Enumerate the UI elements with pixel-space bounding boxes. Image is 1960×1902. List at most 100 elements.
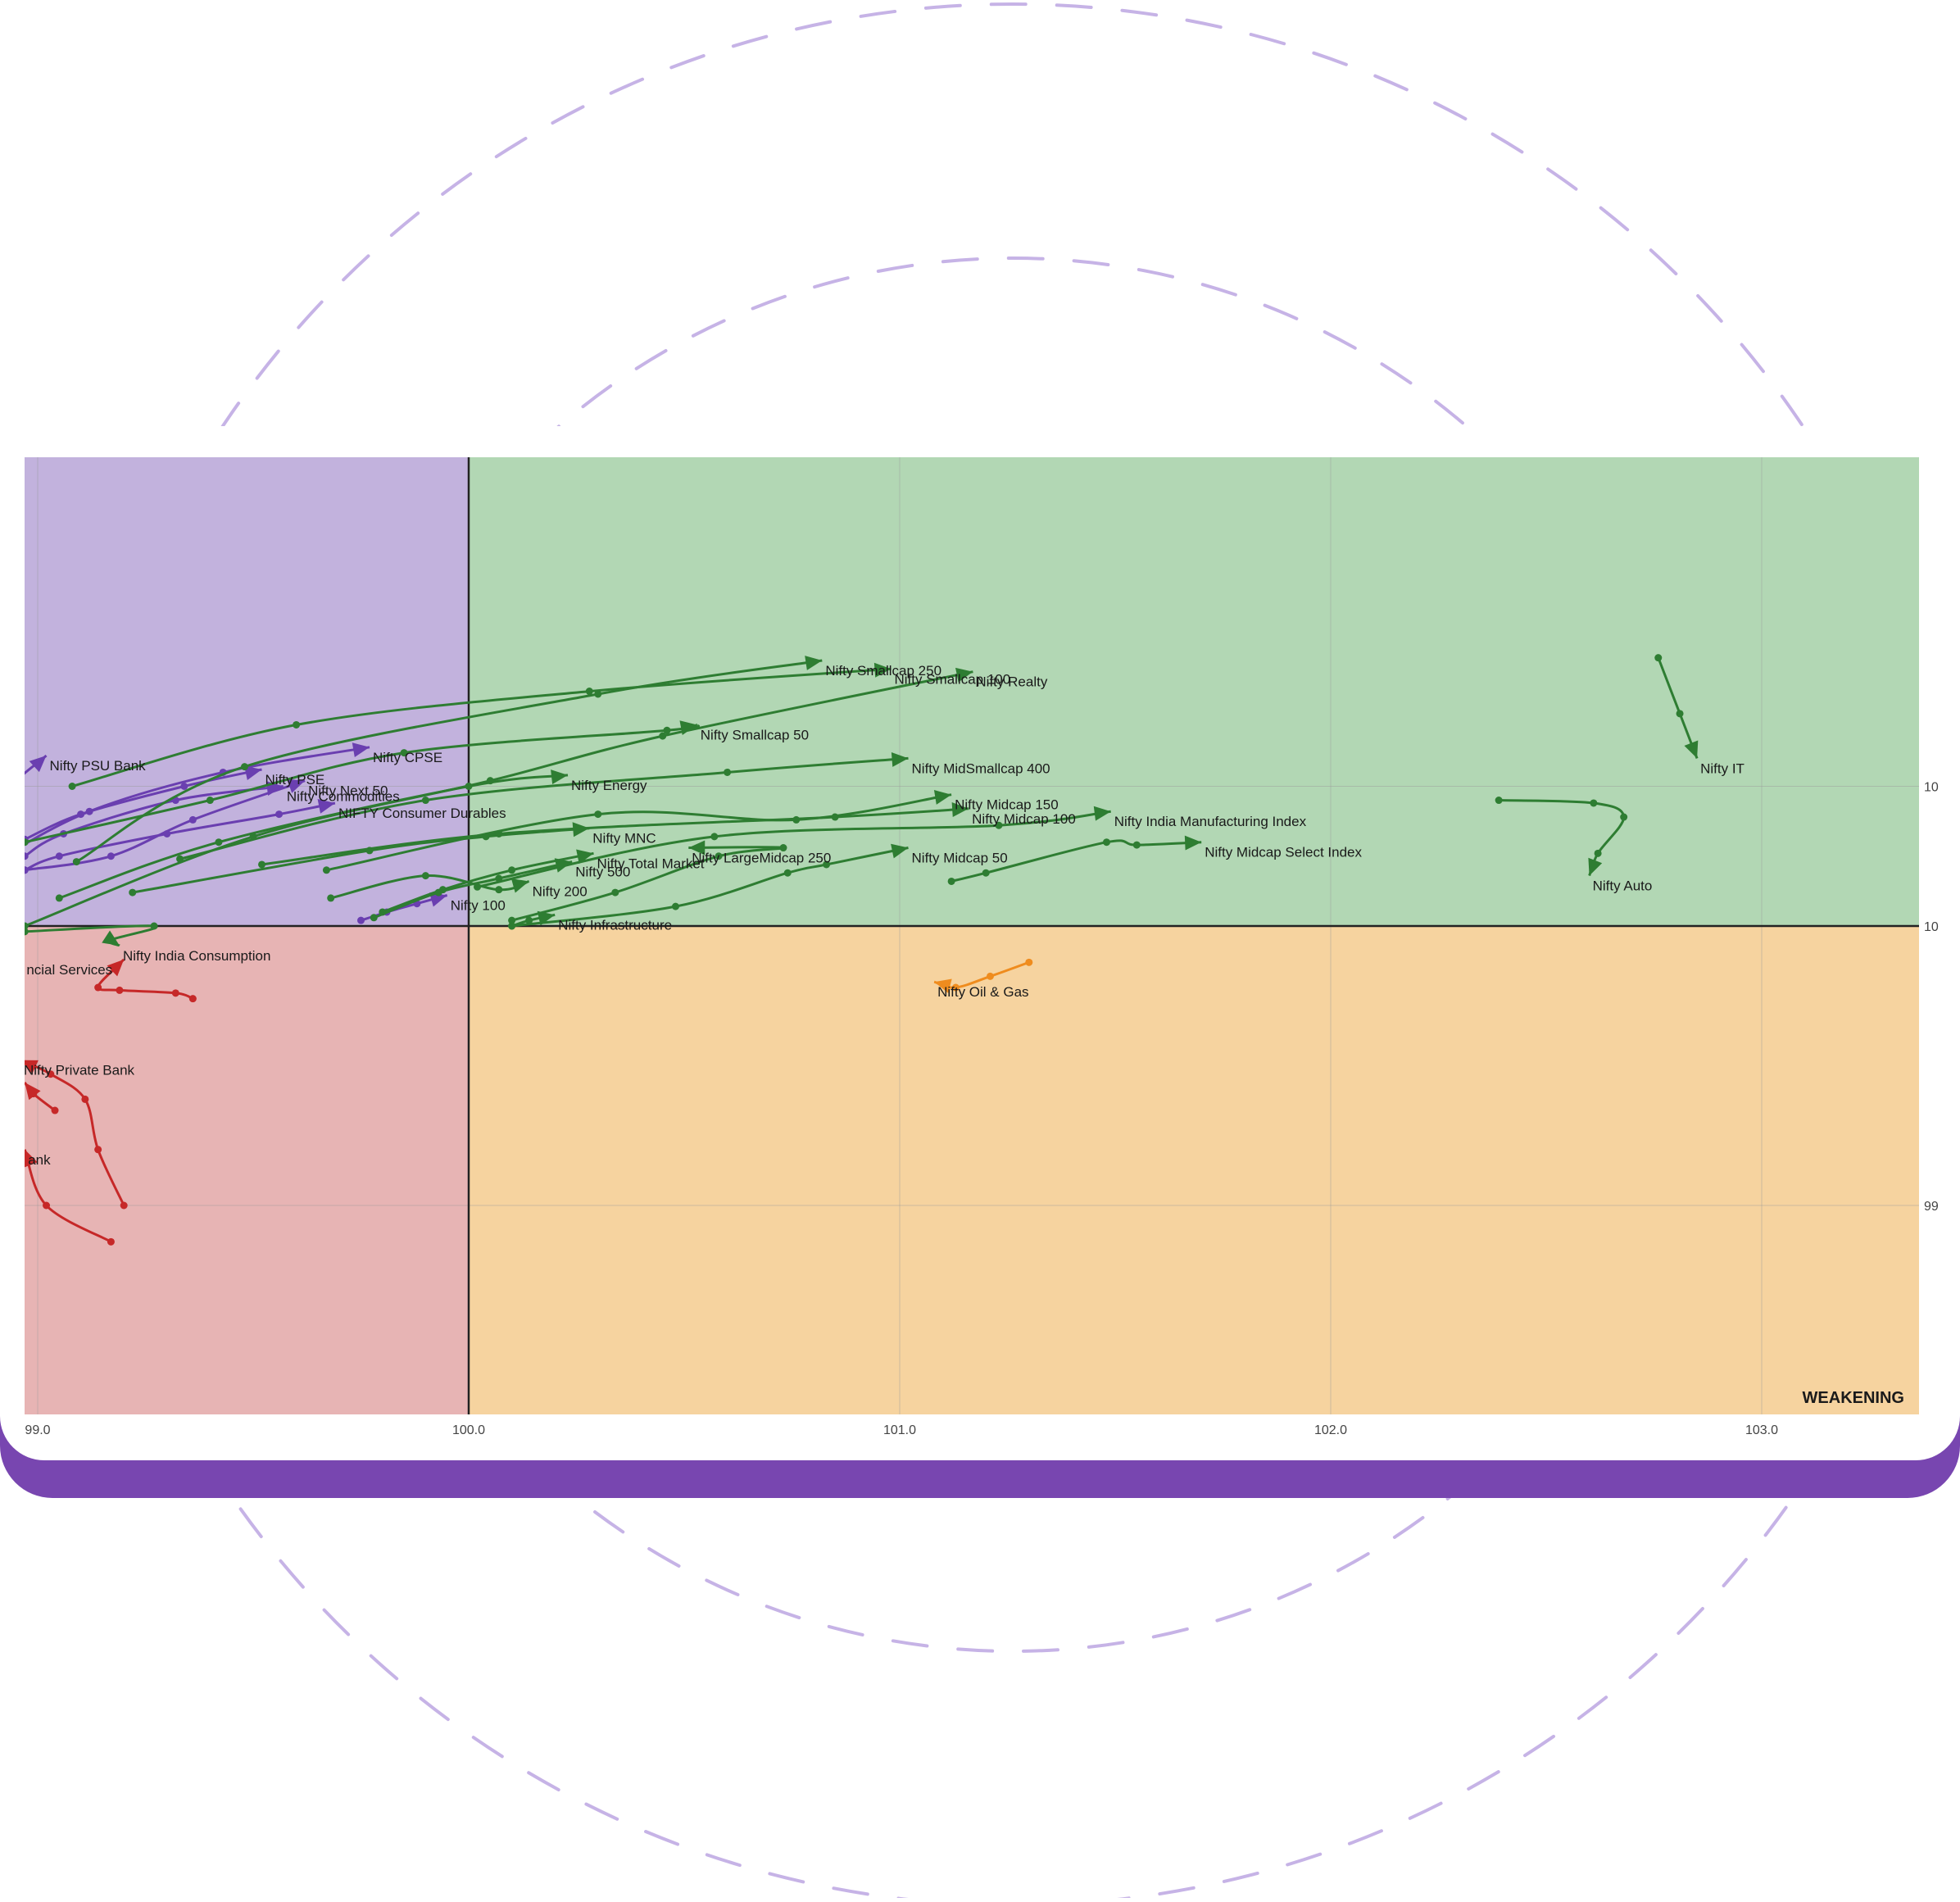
series-arrowhead	[576, 849, 594, 865]
series-tail-line	[261, 807, 969, 866]
series-point	[116, 986, 124, 994]
series-nifty-realty[interactable]	[21, 667, 973, 930]
y-tick-label: 10	[1924, 920, 1939, 934]
series-nifty-bank-2[interactable]	[25, 1082, 59, 1114]
series-point	[671, 902, 679, 910]
series-point	[594, 690, 602, 698]
series-nifty-auto[interactable]	[1495, 797, 1628, 877]
series-arrowhead	[934, 978, 952, 993]
series-label: Nifty Auto	[1593, 878, 1653, 894]
series-arrowhead	[554, 858, 573, 873]
series-nifty-infrastructure[interactable]	[508, 910, 556, 930]
series-nifty-midcap-select-index[interactable]	[947, 835, 1202, 885]
series-point	[94, 983, 102, 992]
series-point	[1594, 849, 1602, 857]
series-point	[1495, 797, 1503, 805]
series-arrowhead	[933, 790, 952, 805]
series-label: Nifty MNC	[592, 831, 656, 847]
series-label: Nifty India Consumption	[123, 948, 270, 964]
series-label: Nifty Midcap 150	[955, 797, 1059, 813]
series-point	[25, 852, 29, 860]
series-point	[508, 866, 516, 874]
series-point	[663, 726, 671, 734]
series-arrowhead	[317, 799, 335, 814]
series-point	[986, 972, 994, 980]
series-point	[724, 768, 732, 776]
series-arrowhead	[244, 765, 262, 781]
series-nifty-private-bank[interactable]	[20, 1060, 128, 1210]
series-arrowhead	[25, 1149, 38, 1168]
series-arrowhead	[25, 1060, 39, 1074]
series-nifty-consumer-durables[interactable]	[21, 799, 336, 874]
series-label: Nifty Total Market	[597, 856, 705, 871]
series-nifty-midcap-150[interactable]	[322, 790, 952, 874]
series-point	[710, 833, 719, 841]
series-arrowhead	[352, 742, 370, 758]
series-point	[180, 783, 188, 790]
series-point	[495, 874, 503, 883]
series-nifty-midcap-100[interactable]	[258, 802, 969, 869]
series-nifty-500[interactable]	[370, 858, 573, 922]
series-point	[77, 810, 85, 819]
series-tail-line	[326, 793, 952, 872]
series-point	[25, 838, 29, 847]
series-nifty-it[interactable]	[1654, 654, 1699, 759]
series-nifty-largemidcap-250[interactable]	[508, 840, 787, 924]
series-point	[1025, 958, 1033, 966]
series-nifty-smallcap-250[interactable]	[72, 656, 823, 866]
series-label: Nifty Oil & Gas	[937, 984, 1028, 1000]
series-nifty-financial-services[interactable]	[94, 958, 197, 1003]
series-arrowhead	[1588, 857, 1603, 876]
series-point	[357, 916, 365, 924]
series-nifty-psu-bank[interactable]	[0, 754, 48, 893]
series-nifty-bank[interactable]	[24, 1149, 115, 1246]
series-point	[215, 838, 223, 847]
series-arrowhead	[551, 769, 568, 785]
series-nifty-mnc[interactable]	[129, 822, 590, 897]
series-nifty-200[interactable]	[327, 872, 530, 902]
series-tail-line	[132, 827, 590, 894]
series-tail-line	[25, 768, 262, 841]
series-arrowhead	[891, 751, 909, 767]
series-nifty-smallcap-100[interactable]	[68, 662, 892, 790]
series-nifty-energy[interactable]	[55, 769, 569, 902]
series-point	[51, 1106, 59, 1114]
x-tick-label: 101.0	[883, 1423, 916, 1437]
series-tail-line	[25, 746, 370, 846]
series-label: Nifty Midcap 100	[972, 811, 1076, 827]
series-nifty-oil-gas[interactable]	[933, 958, 1033, 993]
series-tail-line	[25, 785, 284, 858]
series-point	[107, 852, 115, 860]
series-nifty-pse[interactable]	[21, 765, 262, 843]
quadrant-lagging	[25, 926, 469, 1414]
series-point	[258, 860, 266, 869]
series-nifty-smallcap-50[interactable]	[21, 720, 700, 847]
series-arrowhead	[1093, 806, 1111, 821]
series-arrowhead	[679, 720, 697, 735]
series-arrowhead	[688, 840, 706, 856]
series-label: Nifty Energy	[571, 778, 647, 793]
series-point	[715, 852, 723, 860]
series-tail-line	[75, 659, 823, 863]
series-point	[275, 810, 284, 819]
series-point	[47, 1070, 55, 1078]
series-tail-line	[373, 860, 573, 919]
series-layer	[0, 654, 1699, 1246]
series-nifty-midsmallcap-400[interactable]	[176, 751, 909, 863]
series-point	[293, 720, 301, 729]
series-nifty-india-consumption[interactable]	[21, 922, 158, 947]
series-label: Nifty Next 50	[308, 783, 388, 799]
series-point	[594, 810, 602, 819]
series-label: Nifty Infrastructure	[558, 917, 672, 933]
series-point	[107, 1237, 115, 1246]
series-tail-line	[58, 774, 569, 900]
series-point	[1676, 710, 1684, 718]
series-point	[120, 1201, 128, 1210]
series-arrowhead	[1184, 835, 1202, 851]
x-tick-label: 103.0	[1745, 1423, 1778, 1437]
series-label: Nifty 500	[575, 865, 630, 880]
series-point	[951, 983, 960, 992]
series-point	[81, 1095, 89, 1103]
series-tail-line	[71, 667, 892, 788]
